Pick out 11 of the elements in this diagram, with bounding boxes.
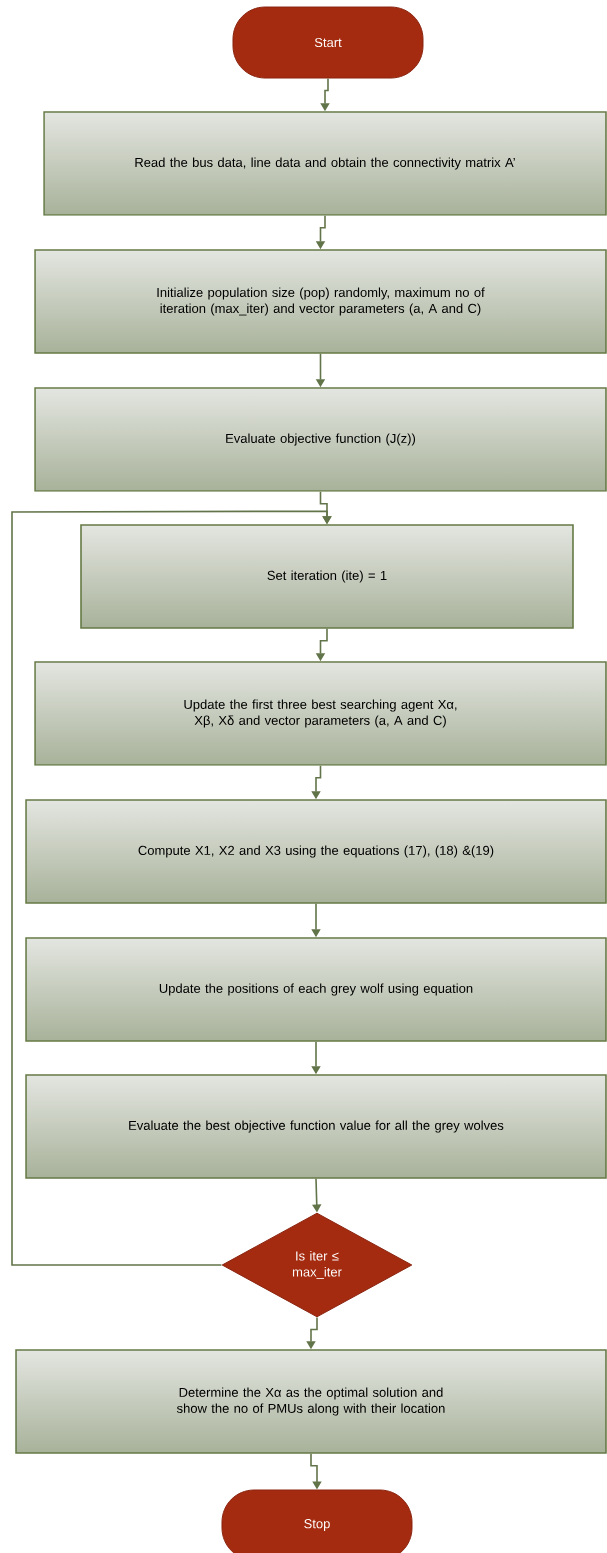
process-box: Determine the Xα as the optimal solution and show the no of PMUs along with their location bbox=[15, 1349, 607, 1454]
process-box: Set iteration (ite) = 1 bbox=[80, 524, 574, 629]
terminal-oval: Stop bbox=[221, 1489, 413, 1553]
process-box: Initialize population size (pop) randomly, maximum no of iteration (max_iter) and vector parameters (a, A and C) bbox=[34, 249, 607, 354]
process-box: Evaluate objective function (J(z)) bbox=[34, 387, 607, 492]
process-box: Update the positions of each grey wolf using equation bbox=[25, 937, 607, 1042]
arrow bbox=[11, 510, 332, 1266]
process-box: Read the bus data, line data and obtain the connectivity matrix A’ bbox=[43, 111, 607, 216]
process-box: Compute X1, X2 and X3 using the equations (17), (18) &(19) bbox=[25, 799, 607, 904]
process-box: Evaluate the best objective function value for all the grey wolves bbox=[25, 1074, 607, 1179]
process-box: Update the first three best searching agent Xα, Xβ, Xδ and vector parameters (a, A and C) bbox=[34, 661, 607, 766]
